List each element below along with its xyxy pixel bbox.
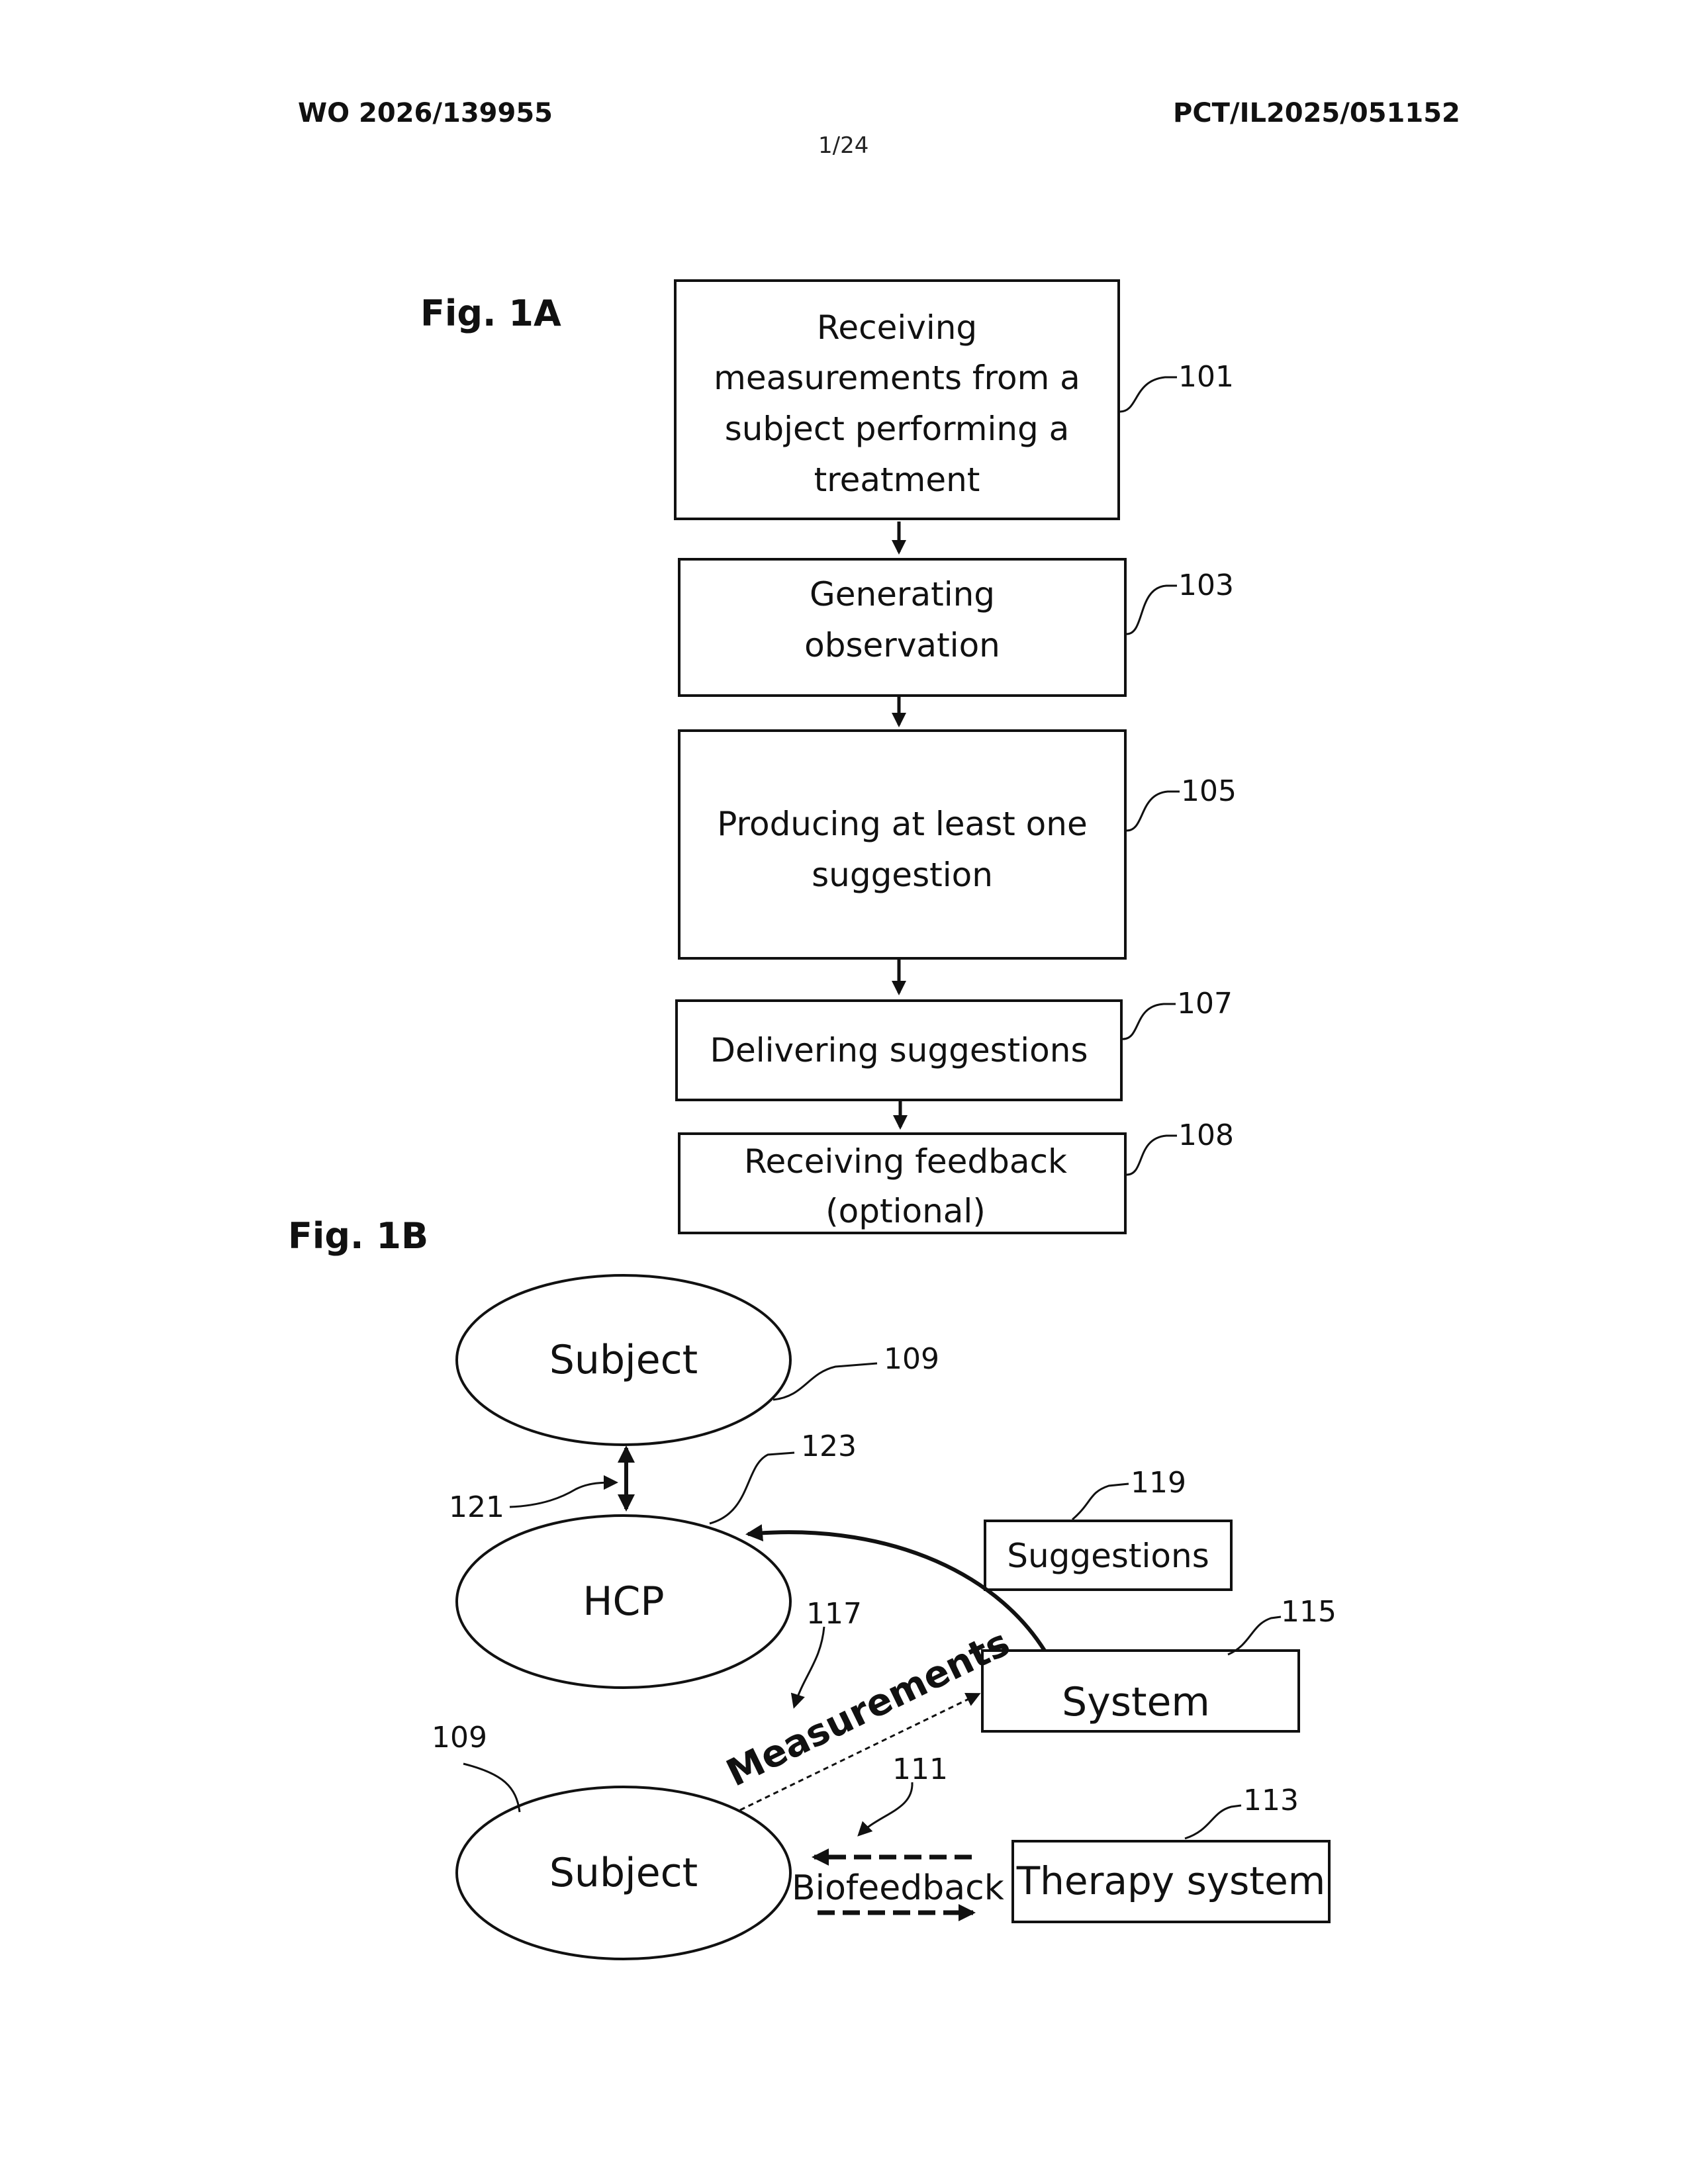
suggestions-label: Suggestions xyxy=(1007,1537,1209,1575)
step-103-line-1: Generating xyxy=(810,575,995,614)
step-105-line-1: Producing at least one xyxy=(717,805,1087,843)
ref-108: 108 xyxy=(1178,1118,1234,1152)
step-108-box: Receiving feedback (optional) xyxy=(679,1134,1125,1233)
step-101-line-2: measurements from a xyxy=(714,359,1080,397)
step-105-box: Producing at least one suggestion xyxy=(679,731,1125,958)
system-label: System xyxy=(1062,1679,1210,1725)
leader-115 xyxy=(1228,1617,1281,1655)
subject-bottom-label: Subject xyxy=(549,1850,698,1896)
step-103-line-2: observation xyxy=(804,626,1000,664)
step-101-line-1: Receiving xyxy=(817,308,977,347)
therapy-system-box: Therapy system xyxy=(1013,1841,1329,1922)
ref-113: 113 xyxy=(1243,1784,1299,1817)
leader-103 xyxy=(1127,586,1177,634)
suggestions-box: Suggestions xyxy=(985,1521,1231,1590)
ref-105: 105 xyxy=(1181,774,1237,808)
leader-117 xyxy=(794,1627,824,1706)
leader-108 xyxy=(1127,1136,1177,1175)
hcp-label: HCP xyxy=(583,1578,664,1625)
step-108-line-2: (optional) xyxy=(825,1192,986,1230)
leader-111 xyxy=(859,1782,912,1835)
step-101-box: Receiving measurements from a subject pe… xyxy=(675,281,1119,519)
leader-113 xyxy=(1185,1805,1241,1839)
leader-101 xyxy=(1120,377,1177,412)
ref-103: 103 xyxy=(1178,569,1234,602)
leader-121 xyxy=(510,1482,616,1507)
subject-top-node: Subject xyxy=(457,1275,790,1445)
ref-109-top: 109 xyxy=(884,1342,939,1376)
step-103-box: Generating observation xyxy=(679,559,1125,696)
ref-101: 101 xyxy=(1178,360,1234,394)
ref-121: 121 xyxy=(449,1490,504,1524)
subject-top-label: Subject xyxy=(549,1337,698,1383)
step-101-line-3: subject performing a xyxy=(725,410,1070,448)
ref-111: 111 xyxy=(892,1752,948,1786)
step-107-box: Delivering suggestions xyxy=(677,1001,1121,1100)
ref-115: 115 xyxy=(1281,1595,1336,1629)
leader-119 xyxy=(1072,1484,1129,1520)
fig-1b-label: Fig. 1B xyxy=(288,1215,428,1257)
leader-105 xyxy=(1127,792,1180,831)
leader-107 xyxy=(1123,1004,1176,1039)
ref-119: 119 xyxy=(1131,1466,1186,1500)
step-108-line-1: Receiving feedback xyxy=(744,1142,1067,1181)
ref-123: 123 xyxy=(801,1430,857,1463)
therapy-system-label: Therapy system xyxy=(1016,1858,1326,1903)
fig-1a-label: Fig. 1A xyxy=(420,293,561,334)
subject-bottom-node: Subject xyxy=(457,1787,790,1959)
ref-109-bottom: 109 xyxy=(432,1721,487,1754)
system-box: System xyxy=(982,1651,1299,1731)
step-105-line-2: suggestion xyxy=(812,856,993,894)
ref-117: 117 xyxy=(806,1597,862,1631)
biofeedback-label: Biofeedback xyxy=(792,1868,1004,1908)
step-101-line-4: treatment xyxy=(814,461,980,499)
hcp-node: HCP xyxy=(457,1516,790,1688)
leader-123 xyxy=(710,1453,794,1524)
step-107-line-1: Delivering suggestions xyxy=(710,1031,1088,1069)
ref-107: 107 xyxy=(1177,987,1233,1021)
leader-109-bottom xyxy=(463,1764,520,1812)
